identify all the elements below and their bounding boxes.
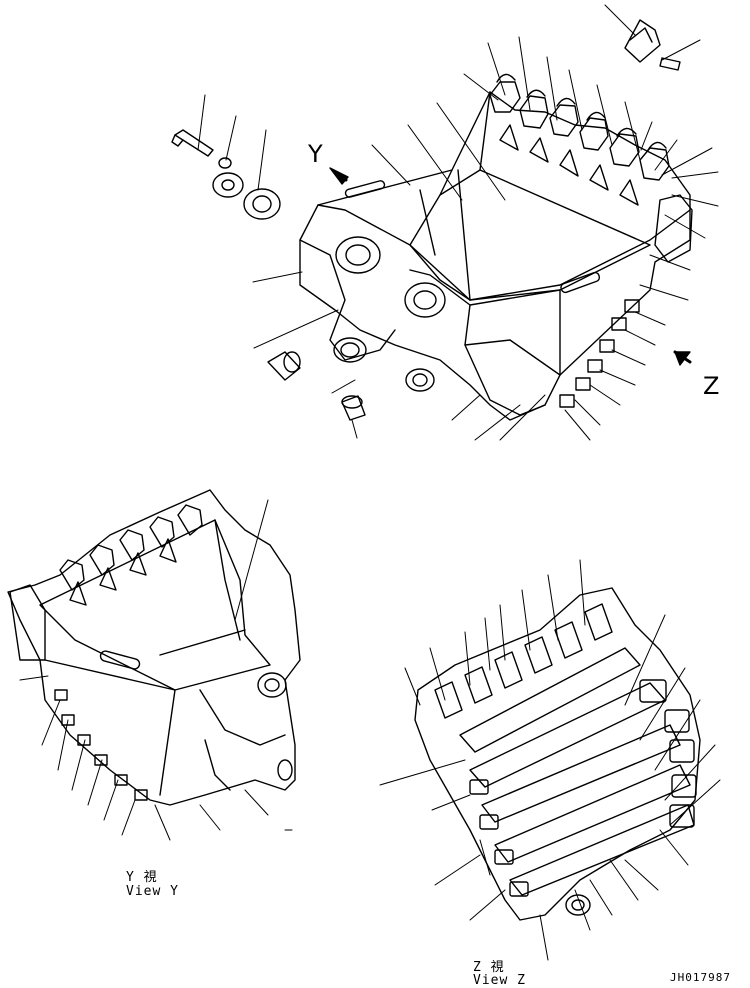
exploded-bushings: [267, 351, 366, 421]
view-y-marker: Y: [308, 140, 323, 168]
bushing-right: [341, 395, 366, 421]
view-z-caption-en: View Z: [473, 973, 526, 988]
side-plate-left: [299, 239, 396, 361]
boss-upper-right: [404, 282, 446, 318]
tooth-tips: [496, 73, 667, 151]
view-z-drawing: [379, 559, 721, 961]
view-y-caption-en: View Y: [126, 884, 179, 899]
leader-lines-z: [379, 559, 721, 961]
exploded-pin-hardware: [171, 129, 281, 220]
leader-lines-y: [19, 499, 293, 841]
view-z-outline: [414, 587, 701, 921]
view-y-boss: [257, 672, 287, 698]
bucket-body-outline: [299, 91, 691, 421]
tooth-point-loose: [624, 19, 661, 63]
side-slot: [560, 271, 601, 294]
bottom-wear-blocks: [559, 299, 640, 408]
leader-lines-main: [197, 4, 719, 441]
view-z-caption-jp: Z 視: [473, 960, 505, 975]
bucket-back-plate: [317, 204, 691, 301]
retainer-pin: [659, 57, 681, 71]
boss-upper-left: [335, 236, 381, 274]
view-z-boss: [565, 894, 591, 916]
view-z-teeth: [434, 603, 613, 719]
view-y-wear-blocks: [54, 689, 148, 801]
washer: [218, 157, 232, 169]
bolt: [174, 129, 214, 157]
bushing-left: [267, 351, 301, 381]
shim-plate: [212, 172, 244, 198]
bucket-inner-floor: [409, 169, 651, 301]
drawing-code: JH017987: [670, 971, 731, 984]
side-cutter: [654, 194, 693, 263]
view-z-marker: Z: [703, 372, 720, 400]
main-bucket-view: [299, 73, 693, 421]
view-y-caption-jp: Y 視: [126, 870, 158, 885]
boss-lower-left: [333, 337, 367, 363]
tooth-adapters: [489, 81, 670, 181]
view-z-wear-pads: [469, 679, 697, 897]
lip-slots: [499, 124, 639, 206]
view-y-outline: [7, 489, 301, 806]
view-y-drawing: [7, 489, 301, 841]
boss-lower-right: [405, 368, 435, 392]
cover-plate: [243, 188, 281, 220]
exploded-tooth-pin: [624, 19, 681, 71]
view-y-teeth: [59, 504, 203, 606]
